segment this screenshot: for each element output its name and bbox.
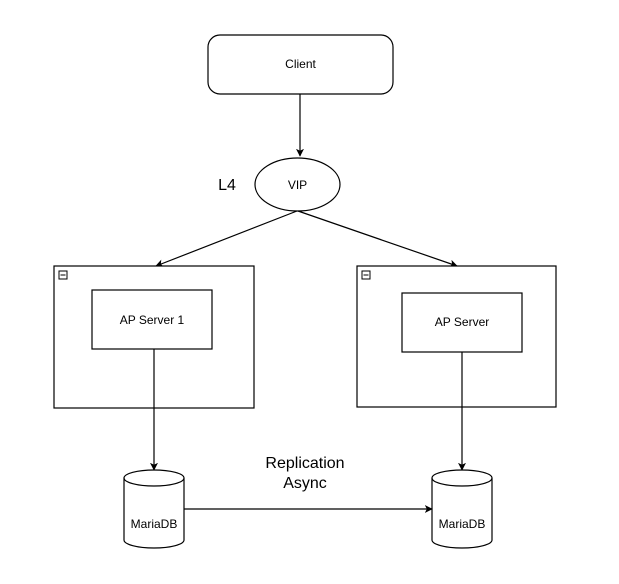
replication-mode-label: Async bbox=[283, 475, 327, 492]
right-server-label: AP Server bbox=[435, 315, 489, 329]
right-server-container[interactable]: AP Server bbox=[356, 265, 557, 408]
right-server-node[interactable]: AP Server bbox=[401, 292, 523, 353]
vip-node[interactable]: VIP bbox=[254, 157, 341, 212]
left-server-node[interactable]: AP Server 1 bbox=[91, 289, 213, 350]
right-db-label: MariaDB bbox=[439, 517, 486, 531]
edge-vip-to-left-server bbox=[155, 210, 298, 268]
collapse-minus-icon[interactable] bbox=[361, 270, 371, 280]
replication-label: Replication bbox=[265, 455, 344, 472]
right-db-cylinder[interactable]: MariaDB bbox=[431, 469, 493, 549]
vip-label: VIP bbox=[288, 178, 307, 192]
edge-vip-to-right-server bbox=[297, 210, 458, 268]
l4-label: L4 bbox=[218, 177, 236, 194]
left-db-cylinder[interactable]: MariaDB bbox=[123, 469, 185, 549]
client-node[interactable]: Client bbox=[207, 34, 394, 95]
client-label: Client bbox=[285, 57, 316, 71]
left-server-label: AP Server 1 bbox=[120, 313, 185, 327]
left-db-label: MariaDB bbox=[131, 517, 178, 531]
collapse-minus-icon[interactable] bbox=[58, 270, 68, 280]
